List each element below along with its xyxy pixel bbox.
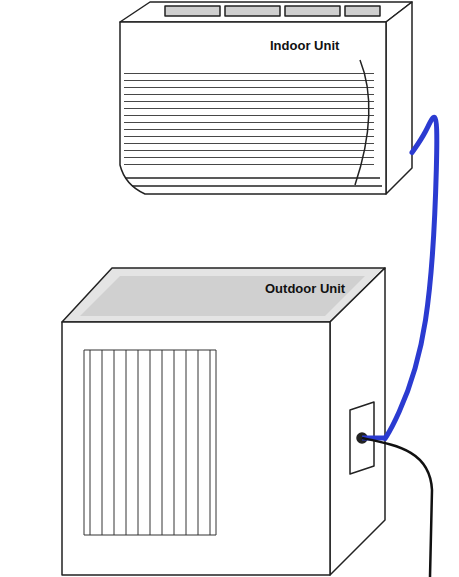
outdoor-unit: Outdoor Unit <box>62 250 385 575</box>
unit-label: Outdoor Unit <box>265 281 345 297</box>
power-cable <box>362 438 432 577</box>
outdoor-unit-drawing <box>62 268 385 575</box>
indoor-unit: Indoor Unit <box>120 2 412 195</box>
unit-label: Indoor Unit <box>270 38 339 54</box>
refrigerant-pipe <box>385 117 437 438</box>
indoor-unit-drawing <box>120 2 412 194</box>
